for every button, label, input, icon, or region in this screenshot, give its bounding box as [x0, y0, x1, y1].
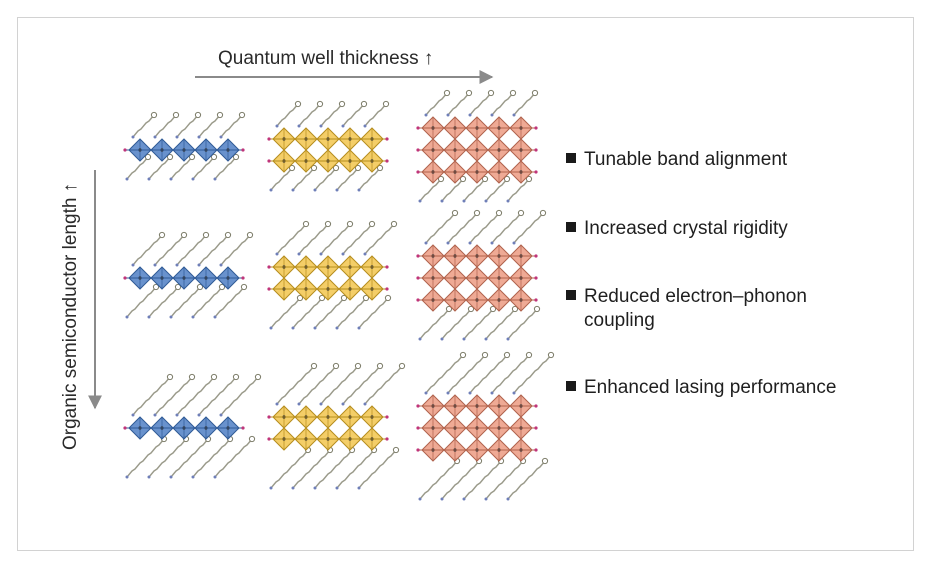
property-text: Reduced electron–phonon [584, 286, 807, 307]
perovskite-structure [123, 373, 262, 479]
property-text: Tunable band alignment [584, 149, 788, 170]
property-item: Reduced electron–phonon coupling [566, 286, 807, 331]
bullet-square-icon [566, 153, 576, 163]
property-item: Increased crystal rigidity [566, 218, 788, 239]
perovskite-structure [123, 111, 246, 181]
property-item: Enhanced lasing performance [566, 377, 836, 398]
perovskite-structure [416, 89, 539, 203]
crystal-structure-grid [123, 89, 555, 501]
perovskite-structure [416, 351, 555, 501]
vertical-axis-label: Organic semiconductor length ↑ [60, 183, 81, 450]
bullet-square-icon [566, 290, 576, 300]
property-text: coupling [584, 310, 655, 331]
horizontal-axis-label: Quantum well thickness ↑ [218, 48, 433, 69]
property-item: Tunable band alignment [566, 149, 788, 170]
perovskite-structure [267, 220, 398, 330]
bullet-square-icon [566, 222, 576, 232]
bullet-square-icon [566, 381, 576, 391]
property-text: Increased crystal rigidity [584, 218, 788, 239]
perovskite-structure [416, 209, 547, 341]
perovskite-structure [267, 362, 406, 490]
perovskite-structure [123, 231, 254, 319]
perovskite-structure [267, 100, 390, 192]
property-text: Enhanced lasing performance [584, 377, 836, 398]
